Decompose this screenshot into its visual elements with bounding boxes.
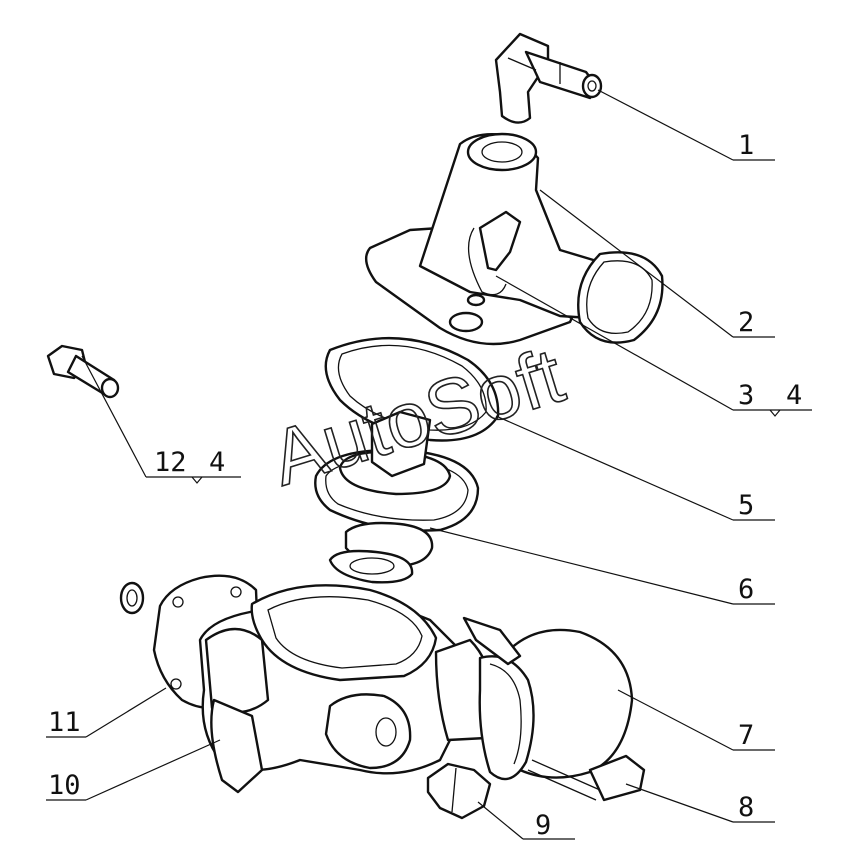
callout-11: 11 (46, 687, 167, 738)
callout-3-label: 3 (738, 380, 754, 411)
callout-8-label: 8 (738, 792, 754, 823)
callout-5-label: 5 (738, 490, 754, 521)
callout-3-4: 3 4 (495, 275, 812, 417)
callout-7-label: 7 (738, 720, 754, 751)
callout-6: 6 (429, 527, 775, 605)
part-9-bolt (426, 762, 492, 820)
callout-10: 10 (46, 739, 221, 801)
callout-12-sub-label: 4 (209, 447, 225, 478)
callout-9: 9 (477, 801, 575, 841)
part-6-thermostat (314, 410, 480, 584)
callout-4-label: 4 (786, 380, 802, 411)
callout-5: 5 (495, 415, 775, 521)
callout-9-label: 9 (535, 810, 551, 841)
callout-7: 7 (617, 689, 775, 751)
part-4-washer (119, 581, 145, 615)
callout-2: 2 (539, 189, 775, 338)
callout-8: 8 (625, 783, 775, 823)
callout-12-label: 12 (154, 447, 187, 478)
part-2-thermostat-cover (364, 132, 664, 346)
part-1-elbow-fitting (494, 32, 603, 124)
callout-12-4: 12 4 (81, 355, 241, 484)
part-5-gasket (324, 337, 500, 442)
callout-11-label: 11 (48, 707, 81, 738)
callout-1-label: 1 (738, 130, 754, 161)
callout-1: 1 (597, 89, 775, 161)
callout-2-label: 2 (738, 307, 754, 338)
part-10-lower-housing (198, 584, 496, 794)
part-8-hose-clamp (462, 616, 646, 802)
part-12-bolt (46, 344, 120, 399)
callout-6-label: 6 (738, 574, 754, 605)
callout-10-label: 10 (48, 770, 81, 801)
